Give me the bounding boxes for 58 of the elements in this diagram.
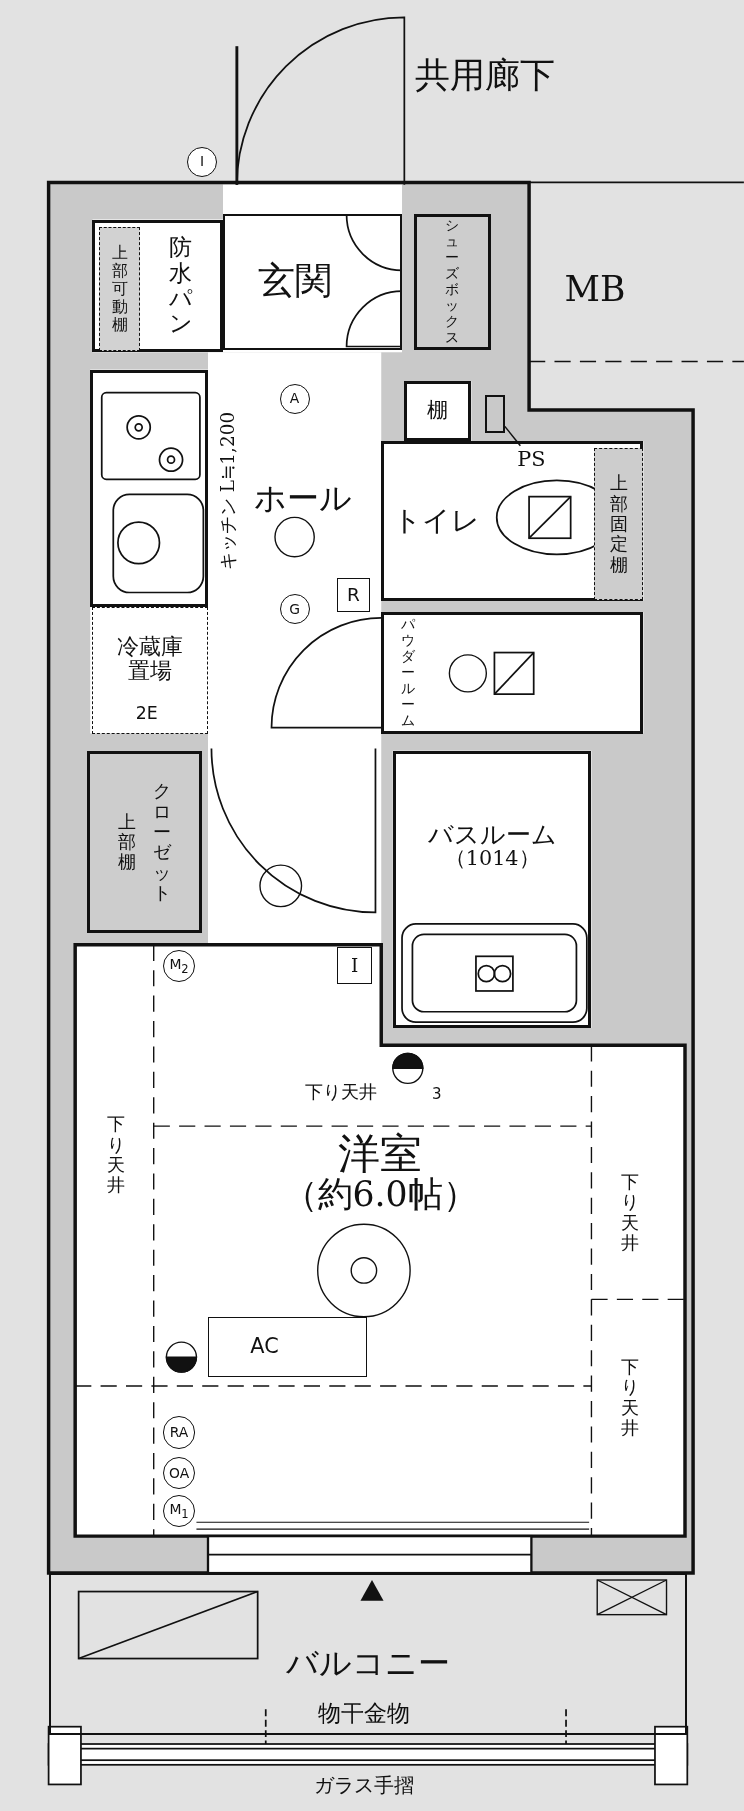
symbol-letter: RA: [169, 1425, 189, 1440]
shelf-box: [98, 227, 141, 351]
shelf-box: [594, 447, 643, 601]
room-label: クローゼット: [151, 781, 172, 904]
room-box: [392, 750, 592, 1029]
room-label: 防水パン: [167, 235, 194, 337]
text-label: ホール: [253, 482, 352, 517]
room-label: 洋室: [338, 1132, 423, 1176]
circled-symbol: [187, 146, 218, 177]
text-label: 3: [431, 1087, 442, 1104]
text-label: 下り天井: [105, 1114, 126, 1196]
text-label: 下り天井: [619, 1172, 640, 1254]
text-label: ガラス手摺: [313, 1775, 414, 1797]
equipment-box: [207, 1317, 368, 1378]
room-label: I: [351, 956, 359, 976]
room-label: 上部可動棚: [110, 244, 129, 334]
kitchen-counter: [90, 369, 208, 607]
room-label: パウダールーム: [400, 617, 417, 729]
room-label: バルコニー: [285, 1647, 450, 1682]
closet-box: [86, 750, 203, 934]
room-label: AC: [250, 1336, 279, 1358]
text-label: MB: [564, 270, 626, 307]
symbol-box: [337, 947, 372, 985]
room-label: 冷蔵庫置場: [116, 635, 185, 682]
room-box: [222, 213, 403, 351]
text-label: 物干金物: [317, 1701, 410, 1726]
room-label: 棚: [427, 400, 449, 423]
symbol-letter: A: [289, 391, 300, 406]
room-label: 上部固定棚: [608, 473, 629, 575]
room-label: （1014）: [444, 847, 540, 870]
symbol-letter: OA: [168, 1465, 190, 1481]
room-label: シューズボックス: [444, 218, 461, 346]
balcony-area: [48, 1573, 688, 1736]
room-label: 上部棚: [117, 811, 138, 873]
symbol-letter: M$_{1}$: [169, 1502, 189, 1520]
symbol-letter: G: [289, 601, 300, 617]
text-label: 下り天井: [619, 1357, 640, 1439]
room-label: （約6.0帖）: [282, 1175, 478, 1213]
shelf-box: [413, 213, 491, 351]
room-label: バスルーム: [427, 820, 557, 848]
text-label: 下り天井: [304, 1082, 377, 1102]
side-label: キッチン L≒1,200: [217, 411, 238, 571]
room-box: [381, 612, 644, 734]
text-label: 2E: [135, 703, 158, 722]
room-label: トイレ: [393, 506, 481, 536]
room-label: R: [347, 585, 360, 605]
dashed-area-box: [92, 606, 208, 734]
leader-label: PS: [508, 445, 555, 474]
symbol-box: [337, 577, 370, 613]
shelf-box: [404, 381, 472, 442]
text-label: 共用廊下: [415, 56, 556, 94]
symbol-letter: M$_{2}$: [169, 956, 189, 975]
room-box: [381, 441, 644, 601]
room-box: [92, 219, 223, 353]
symbol-letter: I: [200, 154, 205, 169]
room-label: 玄関: [258, 262, 333, 302]
pipe-space-box: [485, 395, 505, 434]
leader-line: [504, 425, 522, 447]
